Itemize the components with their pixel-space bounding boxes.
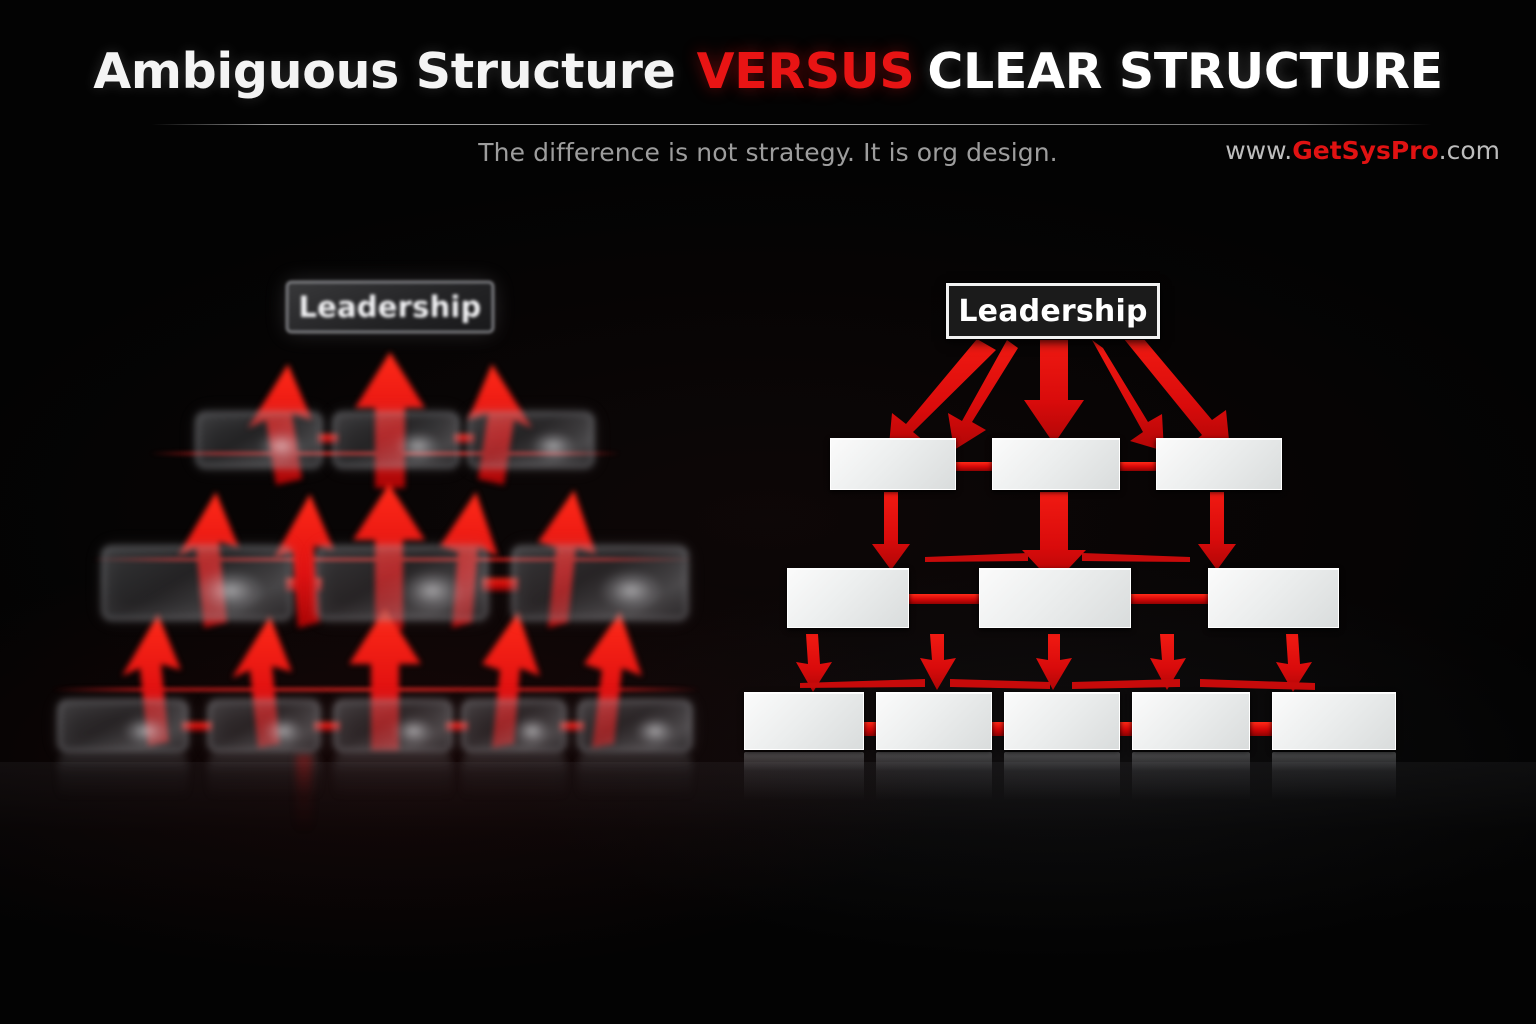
clear-node-t4-2[interactable]: [876, 692, 992, 750]
clear-node-t4-5[interactable]: [1272, 692, 1396, 750]
ambiguous-node-t2-1[interactable]: [196, 412, 322, 468]
ambiguous-node-t3-1[interactable]: [102, 546, 292, 620]
subtitle: The difference is not strategy. It is or…: [478, 138, 1058, 167]
clear-node-t2-1[interactable]: [830, 438, 956, 490]
ambiguous-node-t3-2[interactable]: [316, 546, 488, 620]
ambiguous-leadership-node[interactable]: Leadership: [286, 281, 494, 333]
ambiguous-reflection-5: [578, 754, 692, 806]
clear-node-t3-2[interactable]: [979, 568, 1131, 628]
title-segment-clear: CLEAR STRUCTURE: [927, 43, 1443, 100]
clear-reflection-2: [876, 752, 992, 808]
ambiguous-node-t4-2[interactable]: [208, 700, 320, 752]
ambiguous-reflection-1: [58, 754, 188, 806]
clear-node-t3-1[interactable]: [787, 568, 909, 628]
ambiguous-reflection-2: [208, 754, 320, 806]
arrows-tier3-to-tier4: [796, 634, 1312, 692]
clear-reflection-4: [1132, 752, 1250, 808]
ambiguous-link-t2-1-2: [318, 434, 338, 443]
ambiguous-link-t4-2-3: [314, 722, 340, 731]
ambiguous-node-t4-1[interactable]: [58, 700, 188, 752]
clear-link-t4-2-3: [989, 722, 1007, 736]
ambiguous-node-t4-3[interactable]: [334, 700, 452, 752]
ambiguous-reflection-4: [462, 754, 566, 806]
title-segment-ambiguous: Ambiguous Structure: [93, 43, 676, 100]
floor-reflection-surface: [0, 762, 1536, 1024]
clear-node-t4-1[interactable]: [744, 692, 864, 750]
brand-suffix: .com: [1438, 136, 1500, 165]
clear-node-t4-3[interactable]: [1004, 692, 1120, 750]
brand-name: GetSysPro: [1292, 136, 1439, 165]
clear-link-t2-1-2: [953, 462, 995, 471]
ambiguous-node-t4-4[interactable]: [462, 700, 566, 752]
clear-link-t4-4-5: [1247, 722, 1275, 736]
ambiguous-node-t2-3[interactable]: [468, 412, 594, 468]
clear-reflection-3: [1004, 752, 1120, 808]
clear-link-t3-2-3: [1128, 594, 1211, 604]
ambiguous-leadership-label: Leadership: [298, 290, 482, 324]
ambiguous-link-t4-4-5: [560, 722, 584, 731]
clear-link-t4-3-4: [1117, 722, 1135, 736]
glow-rail-tier4: [52, 688, 700, 691]
ambiguous-red-reflection: [296, 754, 312, 840]
ambiguous-link-t4-3-4: [446, 722, 468, 731]
header-divider: [152, 124, 1432, 125]
clear-node-t2-2[interactable]: [992, 438, 1120, 490]
clear-link-t4-1-2: [861, 722, 879, 736]
brand-prefix: www.: [1225, 136, 1293, 165]
clear-leadership-node[interactable]: Leadership: [946, 283, 1160, 339]
ambiguous-link-t2-2-3: [454, 434, 474, 443]
clear-reflection-5: [1272, 752, 1396, 808]
title-segment-versus: VERSUS: [696, 43, 915, 100]
clear-node-t2-3[interactable]: [1156, 438, 1282, 490]
ambiguous-node-t4-5[interactable]: [578, 700, 692, 752]
ambiguous-reflection-3: [334, 754, 452, 806]
clear-node-t4-4[interactable]: [1132, 692, 1250, 750]
ambiguous-node-t2-2[interactable]: [333, 412, 459, 468]
clear-link-t3-1-2: [906, 594, 982, 604]
clear-reflection-1: [744, 752, 864, 808]
brand-url: www.GetSysPro.com: [1225, 136, 1500, 165]
ambiguous-link-t4-1-2: [182, 722, 212, 731]
clear-node-t3-3[interactable]: [1208, 568, 1339, 628]
ambiguous-node-t3-3[interactable]: [512, 546, 688, 620]
clear-link-t2-2-3: [1117, 462, 1159, 471]
clear-leadership-label: Leadership: [958, 293, 1148, 329]
